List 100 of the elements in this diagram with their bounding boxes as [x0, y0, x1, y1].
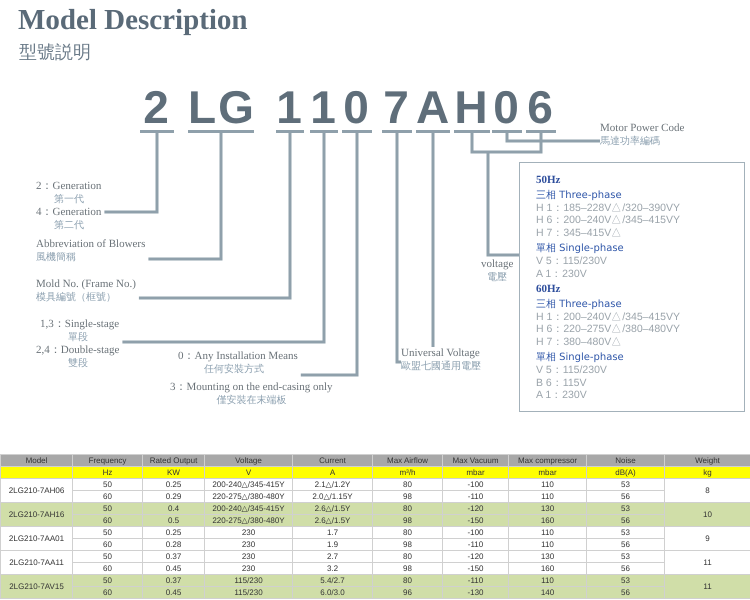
description-text: 3：Mounting on the end-casing only: [170, 381, 333, 394]
unit-label: dB(A): [586, 466, 664, 478]
table-value: 0.25: [142, 526, 204, 538]
table-value: 0.29: [142, 490, 204, 502]
voltage-spec-panel: [519, 162, 745, 412]
table-value: 0.25: [142, 478, 204, 490]
weight-value: 11: [664, 574, 750, 598]
chinese-description: 單段: [68, 331, 88, 344]
description-text: 2,4：Double-stage: [36, 344, 120, 357]
column-header: Weight: [664, 454, 750, 466]
weight-value: 9: [664, 526, 750, 550]
leader-line: [138, 133, 292, 300]
table-value: 110: [508, 526, 586, 538]
voltage-spec: H 1：200–240V△/345–415VY: [536, 311, 680, 324]
model-code-character: LG: [188, 84, 254, 133]
leader-line: [122, 133, 326, 344]
table-value: 53: [586, 550, 664, 562]
chinese-description: 馬達功率編碼: [600, 135, 660, 148]
table-value: 200-240△/345-415Y: [204, 478, 292, 490]
table-value: 60: [72, 538, 142, 550]
table-value: 230: [204, 550, 292, 562]
table-value: 220-275△/380-480Y: [204, 514, 292, 526]
table-value: 53: [586, 502, 664, 514]
table-value: -150: [442, 562, 508, 574]
model-code-character: 0: [492, 84, 522, 133]
voltage-spec: H 7：380–480V△: [536, 336, 622, 348]
column-header: Model: [0, 454, 72, 466]
table-value: -120: [442, 550, 508, 562]
phase-heading: 三相 Three-phase: [536, 298, 622, 312]
weight-value: 10: [664, 502, 750, 526]
table-value: 80: [372, 526, 442, 538]
model-name: 2LG210-7AA01: [0, 526, 72, 550]
frequency-heading: 50Hz: [536, 174, 560, 186]
column-header: Max Airflow: [372, 454, 442, 466]
voltage-spec: A 1：230V: [536, 389, 587, 402]
table-value: 98: [372, 562, 442, 574]
table-value: 60: [72, 490, 142, 502]
table-value: 0.28: [142, 538, 204, 550]
table-value: 2.1△/1.2Y: [292, 478, 372, 490]
table-value: -120: [442, 502, 508, 514]
table-value: 80: [372, 574, 442, 586]
table-value: 110: [508, 538, 586, 550]
table-value: 0.45: [142, 562, 204, 574]
table-value: 0.4: [142, 502, 204, 514]
table-value: 53: [586, 574, 664, 586]
table-value: 1.9: [292, 538, 372, 550]
chinese-description: 模具編號（框號）: [36, 291, 116, 304]
table-value: 53: [586, 526, 664, 538]
column-header: Rated Output: [142, 454, 204, 466]
table-value: 60: [72, 514, 142, 526]
table-value: 110: [508, 478, 586, 490]
table-value: 50: [72, 550, 142, 562]
voltage-spec: H 6：200–240V△/345–415VY: [536, 214, 680, 227]
table-value: 2.6△/1.5Y: [292, 514, 372, 526]
table-value: 56: [586, 562, 664, 574]
table-value: 56: [586, 586, 664, 598]
table-value: 130: [508, 502, 586, 514]
voltage-spec: H 1：185–228V△/320–390VY: [536, 202, 680, 214]
voltage-spec: V 5：115/230V: [536, 364, 607, 377]
table-value: 50: [72, 574, 142, 586]
table-value: 2.6△/1.5Y: [292, 502, 372, 514]
unit-label: m³/h: [372, 466, 442, 478]
description-text: Abbreviation of Blowers: [36, 238, 146, 251]
table-value: 96: [372, 586, 442, 598]
table-value: -110: [442, 574, 508, 586]
leader-line: [104, 133, 158, 214]
model-code-character: 1: [310, 84, 338, 133]
column-header: Noise: [586, 454, 664, 466]
model-code-character: 1: [276, 84, 304, 133]
model-code-character: 7: [382, 84, 412, 133]
table-value: 80: [372, 550, 442, 562]
table-value: 1.7: [292, 526, 372, 538]
table-value: -130: [442, 586, 508, 598]
chinese-description: 雙段: [68, 357, 88, 370]
table-value: 2.0△/1.15Y: [292, 490, 372, 502]
chinese-description: 第一代: [54, 193, 84, 206]
table-value: 6.0/3.0: [292, 586, 372, 598]
table-value: 220-275△/380-480Y: [204, 490, 292, 502]
table-value: 200-240△/345-415Y: [204, 502, 292, 514]
table-value: 5.4/2.7: [292, 574, 372, 586]
chinese-description: 第二代: [54, 219, 84, 232]
column-header: Frequency: [72, 454, 142, 466]
voltage-spec: H 6：220–275V△/380–480VY: [536, 323, 680, 336]
chinese-description: 任何安裝方式: [204, 363, 264, 376]
column-header: Max compressor: [508, 454, 586, 466]
table-value: 3.2: [292, 562, 372, 574]
weight-value: 8: [664, 478, 750, 502]
table-value: 98: [372, 490, 442, 502]
chinese-caption: 電壓: [487, 271, 508, 284]
leader-line: [300, 133, 358, 376]
table-value: 56: [586, 514, 664, 526]
unit-label: A: [292, 466, 372, 478]
chinese-description: 風機簡稱: [36, 251, 76, 264]
table-value: 110: [508, 490, 586, 502]
table-value: 110: [508, 574, 586, 586]
caption-text: voltage: [481, 258, 514, 271]
voltage-spec: B 6：115V: [536, 376, 587, 390]
phase-heading: 單相 Single-phase: [536, 242, 624, 256]
table-value: 53: [586, 478, 664, 490]
chinese-description: 僅安裝在末端板: [216, 394, 286, 407]
